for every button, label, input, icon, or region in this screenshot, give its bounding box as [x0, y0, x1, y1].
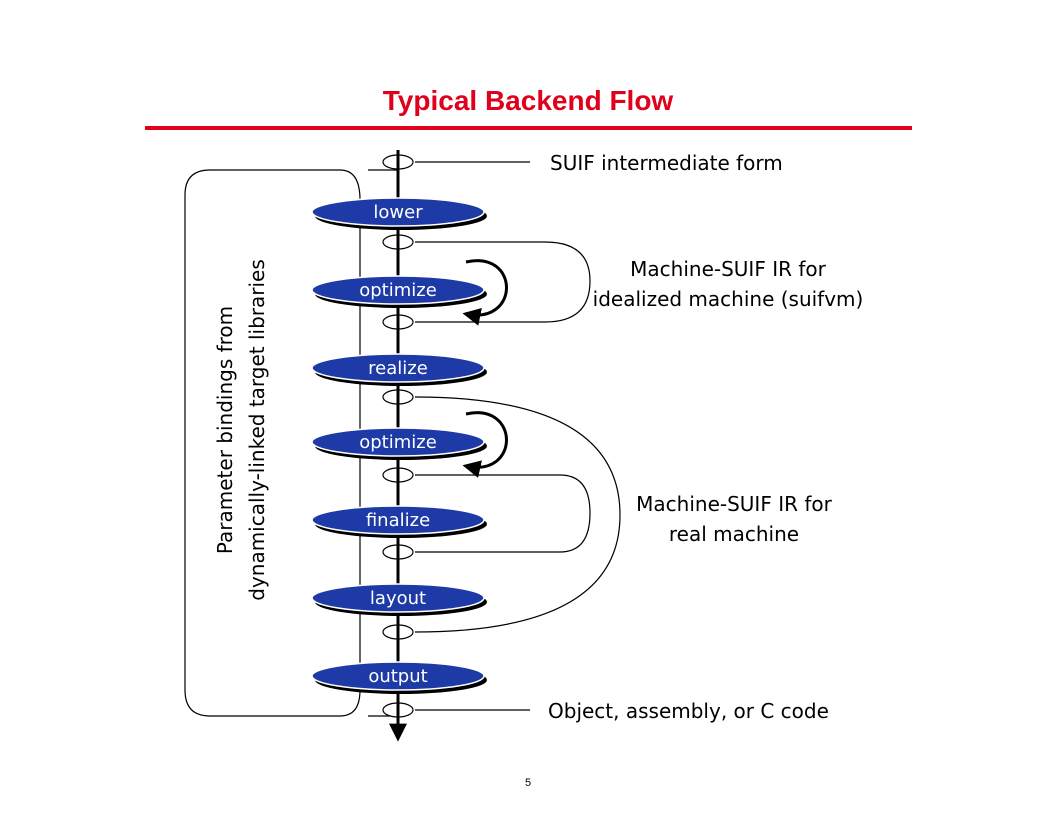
parameter-bindings-bracket	[184, 169, 398, 717]
pass-ellipse	[311, 583, 485, 613]
page-number: 5	[525, 777, 531, 789]
slide-title: Typical Backend Flow	[383, 85, 674, 116]
pass-optimize: optimize	[311, 275, 487, 308]
pass-ellipse	[311, 197, 485, 227]
pass-ellipse	[311, 661, 485, 691]
side-label-line1-group: Parameter bindings from	[213, 306, 237, 554]
label-real-line1: Machine-SUIF IR for	[636, 492, 832, 516]
connector-real-inner	[415, 474, 591, 553]
label-output: Object, assembly, or C code	[548, 699, 829, 723]
optimize-2-loop-arrow	[462, 411, 508, 478]
optimize-1-loop-arrow	[462, 259, 508, 326]
pass-layout: layout	[311, 583, 487, 616]
side-label-line1: Parameter bindings from	[213, 306, 237, 554]
pass-lower: lower	[311, 197, 487, 230]
pass-output: output	[311, 661, 487, 694]
label-real-line2: real machine	[669, 522, 799, 546]
pass-realize: realize	[311, 353, 487, 386]
label-input: SUIF intermediate form	[550, 151, 783, 175]
pass-label: optimize	[359, 432, 437, 453]
pass-label: finalize	[366, 510, 430, 531]
connector-idealized	[415, 241, 591, 323]
pass-nodes: lower optimize realize optimize finalize layo…	[311, 197, 487, 694]
label-idealized-line1: Machine-SUIF IR for	[630, 257, 826, 281]
pass-ellipse	[311, 353, 485, 383]
side-label-line2: dynamically-linked target libraries	[245, 259, 269, 601]
pass-ellipse	[311, 505, 485, 535]
pass-label: layout	[370, 588, 426, 609]
ir-markers	[382, 154, 414, 718]
pass-finalize: finalize	[311, 505, 487, 538]
pass-ellipse	[311, 427, 485, 457]
pass-optimize: optimize	[311, 427, 487, 460]
side-label-line2-group: dynamically-linked target libraries	[245, 259, 269, 601]
label-idealized-line2: idealized machine (suifvm)	[593, 287, 864, 311]
pass-label: lower	[373, 202, 423, 223]
pass-label: output	[368, 666, 427, 687]
connector-real-top	[414, 396, 621, 633]
pass-ellipse	[311, 275, 485, 305]
pass-label: realize	[368, 358, 428, 379]
pass-label: optimize	[359, 280, 437, 301]
